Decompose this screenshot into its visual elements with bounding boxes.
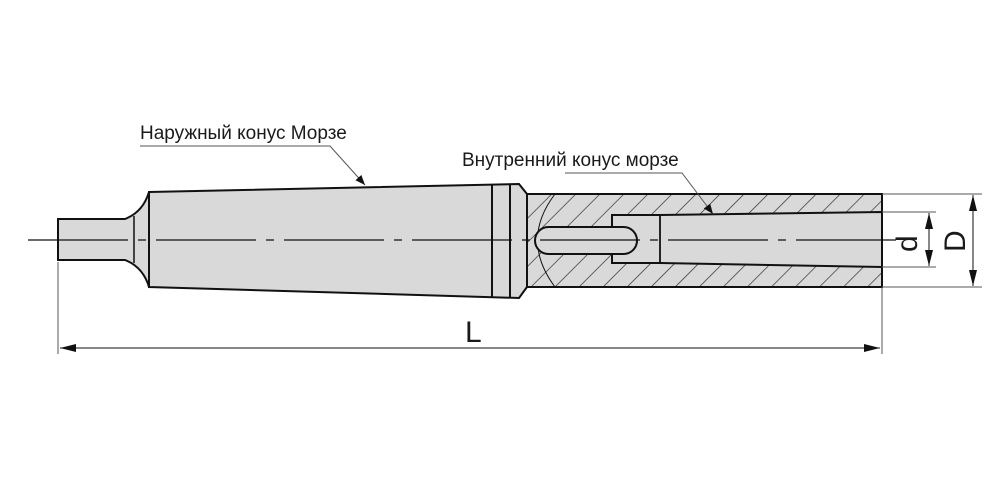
outer-cone-leader (140, 145, 366, 186)
inner-cone-leader (565, 172, 714, 215)
outer-morse-cone (148, 182, 528, 300)
length-label: L (465, 316, 482, 349)
inner-diameter-label: d (891, 235, 924, 252)
outer-diameter-label: D (939, 230, 972, 252)
inner-cone-callout: Внутренний конус морзе (462, 150, 679, 171)
outer-cone-callout: Наружный конус Морзе (140, 123, 347, 144)
